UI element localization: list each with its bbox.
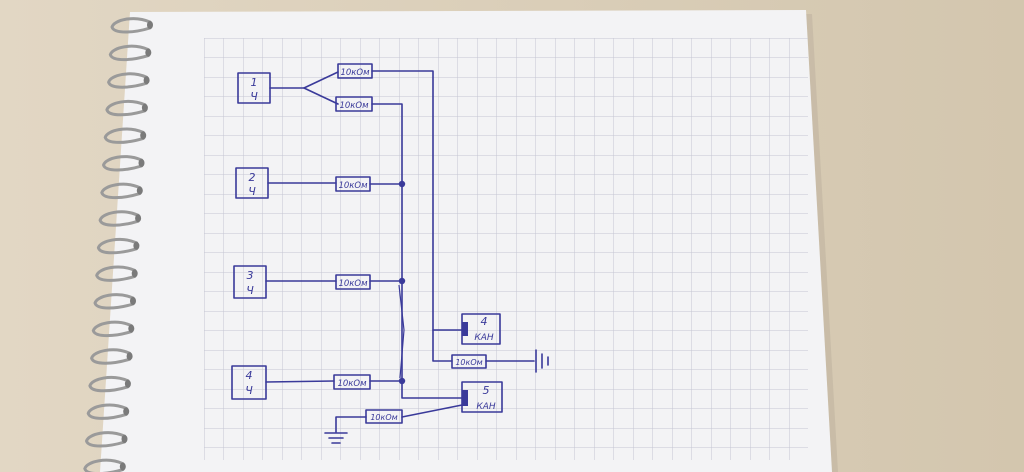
spiral-coil [100, 182, 142, 200]
spiral-coil [93, 293, 135, 310]
grid-area [204, 38, 808, 460]
spiral-hole [119, 462, 126, 471]
wire [371, 70, 463, 331]
resistor-label: 10кОм [340, 68, 370, 78]
channel-box-5: 5 КАН [461, 381, 503, 413]
source-number: 1 [251, 76, 258, 89]
wire [432, 329, 453, 362]
wire [303, 87, 339, 105]
resistor-label: 10кОм [370, 413, 397, 422]
source-number: 3 [247, 269, 254, 282]
spiral-coil [103, 127, 145, 144]
resistor-r3: 10кОм [335, 274, 371, 290]
channel-box-4: 4 КАН [461, 313, 501, 345]
resistor-label: 10кОм [337, 379, 367, 389]
spiral-coil [91, 320, 133, 338]
spiral-hole [143, 76, 150, 85]
wire [401, 380, 463, 399]
spiral-hole [121, 435, 128, 443]
source-label: Ч [246, 284, 254, 297]
resistor-r4: 10кОм [333, 374, 371, 390]
wire [335, 416, 367, 433]
spiral-coil [88, 375, 130, 393]
spiral-coil [110, 17, 152, 34]
spiral-coil [107, 72, 149, 89]
source-number: 2 [249, 171, 256, 184]
source-label: Ч [250, 90, 258, 103]
ground-bottom-icon [324, 432, 348, 444]
spiral-hole [145, 48, 152, 57]
spiral-hole [126, 352, 133, 361]
spiral-coil [90, 348, 132, 365]
resistor-label: 10кОм [338, 279, 368, 289]
spiral-hole [138, 159, 145, 167]
spiral-coil [86, 403, 128, 420]
spiral-hole [136, 186, 143, 195]
schematic: 1 Ч 2 Ч 3 Ч 4 Ч 10кОм 10кОм [231, 63, 549, 444]
spiral-binding [83, 17, 153, 472]
source-label: Ч [245, 384, 253, 397]
source-box-3: 3 Ч [233, 265, 267, 299]
spiral-hole [123, 407, 130, 416]
wire [265, 380, 335, 383]
spiral-hole [141, 103, 148, 112]
spiral-coil [101, 155, 143, 172]
resistor-label: 10кОм [339, 101, 369, 111]
channel-number: 5 [483, 384, 490, 397]
ground-right-icon [535, 349, 549, 373]
spiral-hole [135, 214, 142, 223]
spiral-coil [108, 44, 150, 62]
spiral-hole [124, 379, 131, 388]
channel-label: КАН [474, 333, 494, 343]
spiral-hole [133, 241, 140, 250]
resistor-label: 10кОм [338, 181, 368, 191]
spiral-coil [98, 210, 140, 227]
wire [401, 404, 463, 418]
spiral-coil [95, 265, 137, 282]
wire [398, 284, 405, 379]
channel-number: 4 [481, 315, 488, 328]
spiral-coil [96, 237, 138, 255]
spiral-hole [140, 131, 147, 140]
wire [371, 103, 403, 381]
spiral-coil [84, 431, 126, 448]
junction-dot [398, 277, 406, 285]
spiral-hole [128, 324, 135, 333]
source-number: 4 [246, 369, 253, 382]
spiral-hole [131, 269, 138, 278]
spiral-coil [105, 99, 147, 117]
source-label: Ч [248, 185, 256, 198]
spiral-hole [147, 21, 153, 29]
resistor-label: 10кОм [455, 358, 482, 367]
junction-dot [398, 180, 406, 188]
spiral-hole [130, 297, 136, 305]
spiral-coil [83, 458, 125, 472]
channel-label: КАН [476, 402, 496, 412]
